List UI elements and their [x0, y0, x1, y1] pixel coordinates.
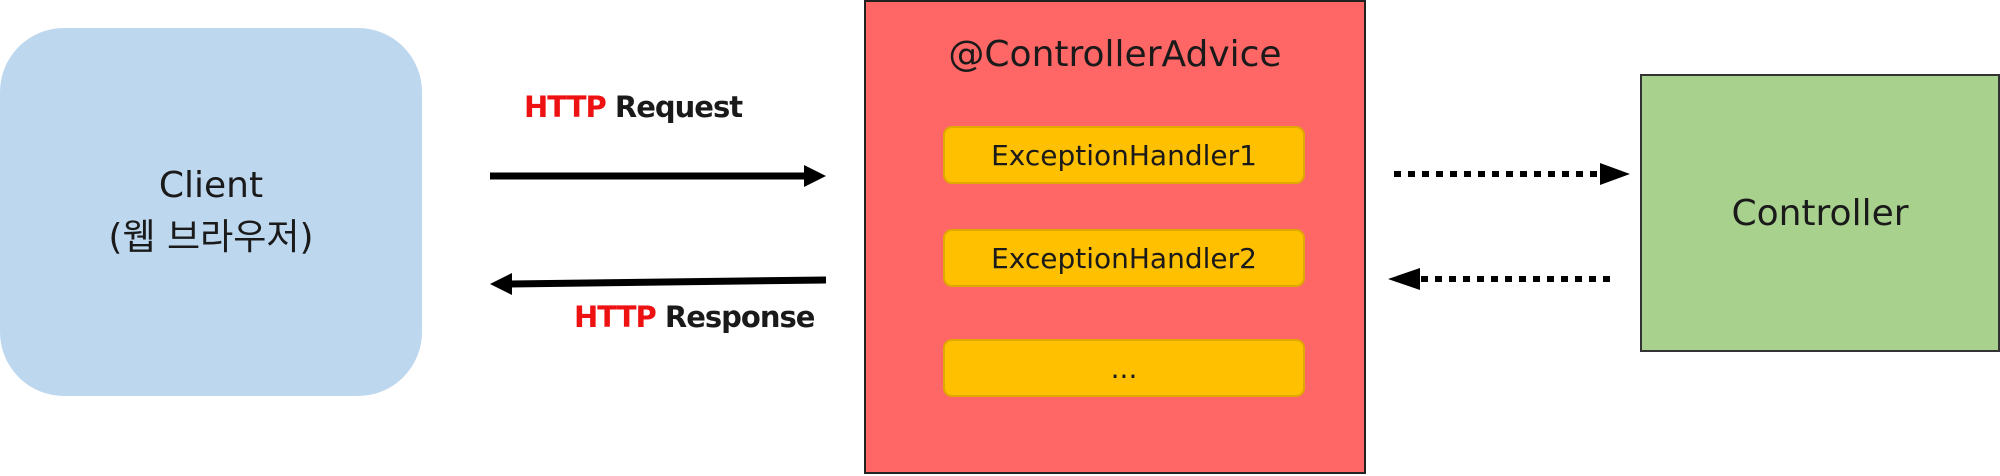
request-protocol: HTTP: [524, 90, 607, 124]
exception-handler-more: ...: [943, 339, 1305, 397]
response-protocol: HTTP: [574, 300, 657, 334]
client-sublabel: (웹 브라우저): [108, 217, 314, 258]
client-box: Client (웹 브라우저): [0, 28, 422, 396]
request-kind: Request: [614, 90, 743, 124]
controller-advice-title: @ControllerAdvice: [948, 34, 1282, 75]
response-label: HTTP Response: [574, 300, 816, 334]
controller-box: Controller: [1640, 74, 2000, 352]
exception-handler-2: ExceptionHandler2: [943, 229, 1305, 287]
exception-dotted-arrow: [1388, 268, 1610, 290]
response-arrow: [490, 273, 827, 295]
request-arrow: [490, 165, 826, 187]
controller-label: Controller: [1731, 192, 1909, 234]
dispatch-dotted-arrow: [1394, 163, 1630, 185]
response-kind: Response: [664, 300, 816, 334]
controller-advice-box: @ControllerAdvice ExceptionHandler1 Exce…: [864, 0, 1366, 474]
client-label: Client: [158, 165, 264, 206]
exception-handler-1: ExceptionHandler1: [943, 126, 1305, 184]
request-label: HTTP Request: [524, 90, 743, 124]
